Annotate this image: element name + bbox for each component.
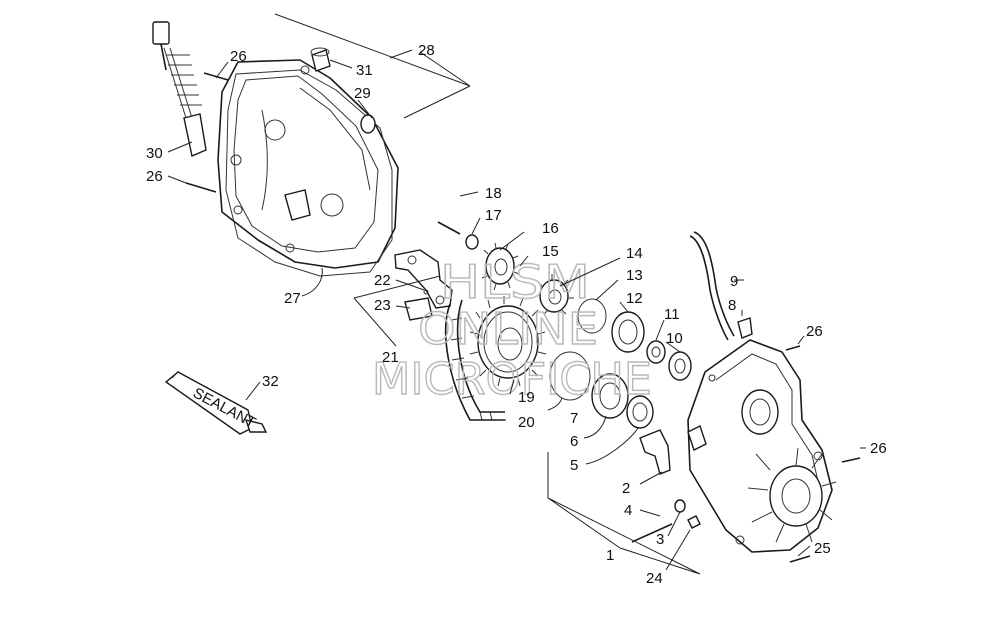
callout-21: 21 [382,349,399,366]
watermark-line-2: ONLINE [418,304,598,355]
case-screw [841,457,861,463]
sealant-tube-label: SEALANT [190,385,258,432]
vent-hose [689,235,729,341]
callout-13: 13 [626,267,643,284]
hex-nut [687,515,701,529]
mounting-bracket [639,429,671,475]
cover-screw [185,182,217,193]
leader-lines [167,13,866,575]
callout-4: 4 [624,502,632,519]
vent-hose-edge [693,231,735,337]
callout-28: 28 [418,42,435,59]
cover-gasket [225,69,393,277]
bearing [611,311,645,353]
callout-26-left: 26 [146,168,163,185]
chain-tensioner [394,249,453,321]
o-ring [577,298,607,334]
case-bolt [631,523,673,543]
watermark-line-1: HLSM [440,255,590,309]
callout-29: 29 [354,85,371,102]
callout-2: 2 [622,480,630,497]
callout-27: 27 [284,290,301,307]
callout-26-top: 26 [230,48,247,65]
washer [465,234,479,250]
vent-plug [310,47,331,72]
washer-small [674,499,686,513]
spur-gear [537,274,574,315]
callout-9: 9 [730,273,738,290]
sealant-tube: SEALANT [164,371,268,435]
seal-bore [674,358,686,374]
callout-18: 18 [485,185,502,202]
callout-26-right1: 26 [806,323,823,340]
seal-large-bore [632,402,648,422]
seal-large [626,395,654,429]
o-ring-large [549,351,591,401]
callout-26-right2: 26 [870,440,887,457]
chaincase-housing [687,339,837,553]
callout-24: 24 [646,570,663,587]
hose-fitting [737,317,753,339]
bearing-bore [651,346,661,358]
callout-20: 20 [518,414,535,431]
speed-sensor [152,21,207,157]
callout-17: 17 [485,207,502,224]
callout-25: 25 [814,540,831,557]
case-screw [785,345,801,351]
callout-8: 8 [728,297,736,314]
callout-16: 16 [542,220,559,237]
watermark-line-3: MICROFICHE [372,354,652,405]
callout-5: 5 [570,457,578,474]
cover-screw [203,72,229,81]
chaincase-cover [217,59,399,269]
callout-12: 12 [626,290,643,307]
oil-seal [360,114,376,134]
callout-15: 15 [542,243,559,260]
callout-22: 22 [374,272,391,289]
callout-23: 23 [374,297,391,314]
sprocket-bolt [437,221,461,235]
case-screw [789,555,811,563]
drive-chain [445,299,505,421]
callout-30: 30 [146,145,163,162]
driven-sprocket [469,296,547,387]
callout-32: 32 [262,373,279,390]
callout-labels: 1 2 3 4 5 6 7 8 9 10 11 12 13 14 15 16 1… [146,42,887,587]
oil-seal-small [668,351,692,381]
callout-6: 6 [570,433,578,450]
callout-11: 11 [664,306,680,323]
drive-sprocket [481,242,520,291]
callout-31: 31 [356,62,373,79]
callout-3: 3 [656,531,664,548]
callout-19: 19 [518,389,535,406]
callout-10: 10 [666,330,683,347]
callout-1: 1 [606,547,614,564]
callout-7: 7 [570,410,578,427]
bearing-large [591,373,629,419]
bearing-small [646,340,666,364]
callout-14: 14 [626,245,643,262]
